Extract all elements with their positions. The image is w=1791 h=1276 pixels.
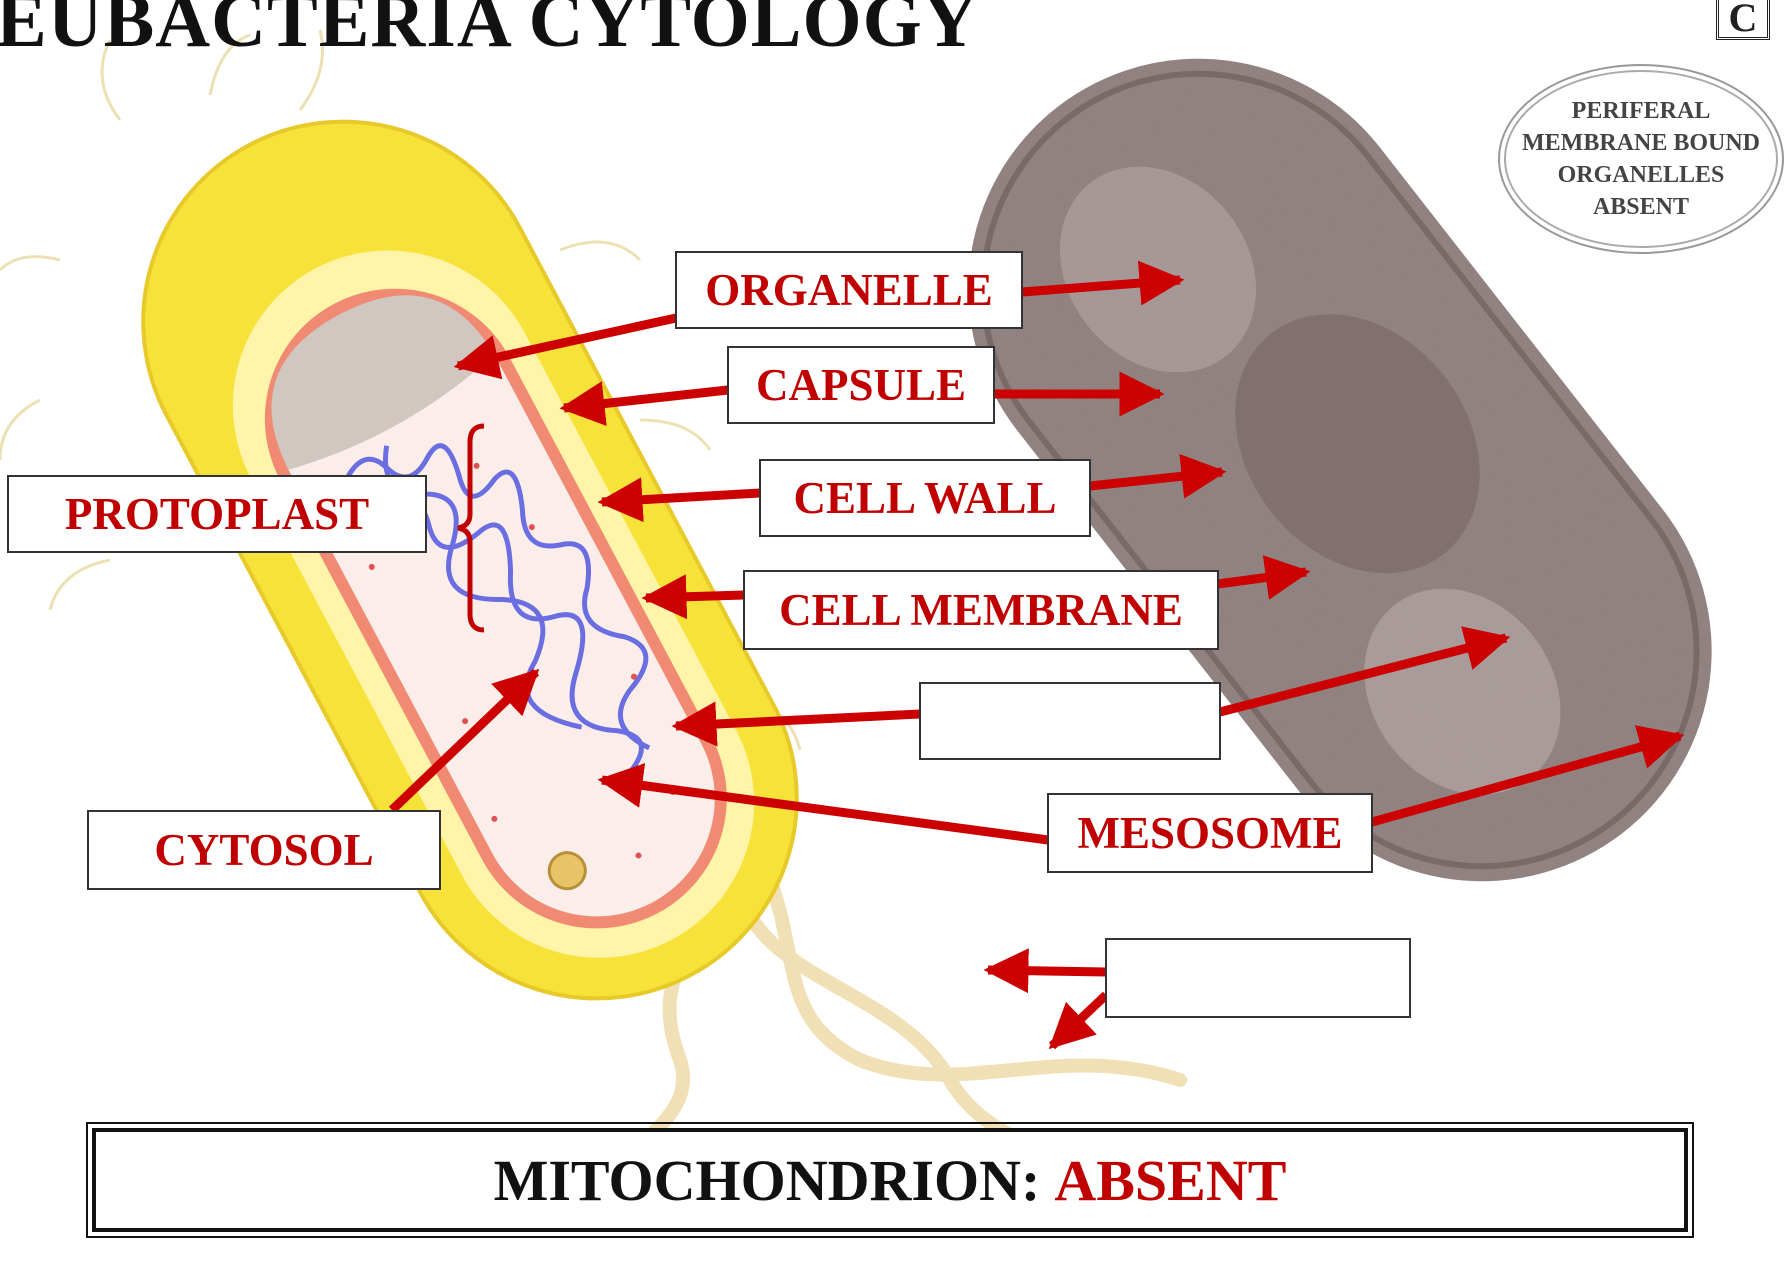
label-capsule: CAPSULE — [727, 346, 995, 424]
banner-key: MITOCHONDRION: — [494, 1147, 1041, 1214]
note-text: PERIFERAL MEMBRANE BOUND ORGANELLES ABSE… — [1521, 95, 1761, 223]
arrow-membrane-left — [646, 595, 744, 598]
arrow-blank2-up — [988, 970, 1106, 972]
label-cell-membrane: CELL MEMBRANE — [743, 570, 1219, 650]
label-blank-1 — [919, 682, 1221, 760]
corner-badge: C — [1716, 0, 1770, 40]
banner-value: ABSENT — [1054, 1147, 1286, 1214]
membrane-organelles-note: PERIFERAL MEMBRANE BOUND ORGANELLES ABSE… — [1498, 64, 1784, 254]
label-mesosome: MESOSOME — [1047, 793, 1373, 873]
page-title: EUBACTERIA CYTOLOGY — [0, 0, 979, 65]
label-cell-wall: CELL WALL — [759, 459, 1091, 537]
label-protoplast: PROTOPLAST — [7, 475, 427, 553]
label-cytosol: CYTOSOL — [87, 810, 441, 890]
arrow-blank2-down — [1052, 995, 1106, 1046]
label-blank-2 — [1105, 938, 1411, 1018]
label-organelle: ORGANELLE — [675, 251, 1023, 329]
mitochondrion-banner: MITOCHONDRION: ABSENT — [92, 1128, 1688, 1232]
